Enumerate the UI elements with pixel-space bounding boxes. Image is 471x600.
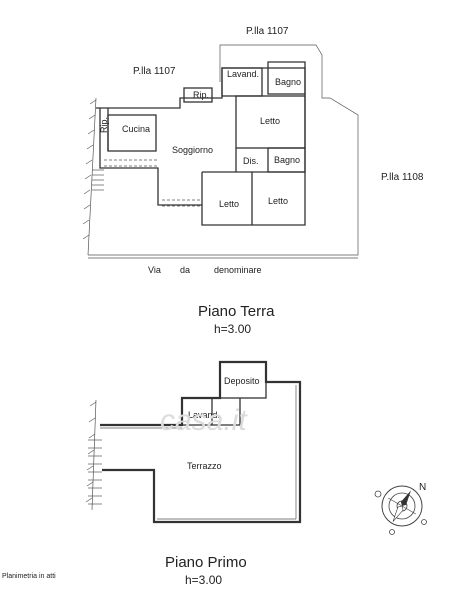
footer-note: Planimetria in atti — [2, 573, 56, 580]
street-word-1: Via — [148, 265, 161, 275]
room-label-letto-bottom-left: Letto — [219, 199, 239, 209]
parcel-label-top: P.lla 1107 — [246, 26, 289, 37]
first-floor-plan — [85, 360, 302, 524]
room-label-rip-left: Rip. — [99, 117, 109, 133]
room-label-rip-top: Rip. — [193, 90, 209, 100]
room-label-dis: Dis. — [243, 156, 259, 166]
room-label-lavand: Lavand. — [227, 69, 259, 79]
room-label-bagno-mid: Bagno — [274, 155, 300, 165]
room-label-letto-top: Letto — [260, 116, 280, 126]
room-label-soggiorno: Soggiorno — [172, 145, 213, 155]
compass-north-label: N — [419, 482, 426, 493]
room-label-letto-bottom-right: Letto — [268, 196, 288, 206]
room-label-terrazzo: Terrazzo — [187, 461, 222, 471]
room-label-lavand-first: Lavand. — [188, 410, 220, 420]
compass-rose-icon — [374, 485, 427, 535]
room-label-cucina: Cucina — [122, 124, 150, 134]
street-word-2: da — [180, 265, 190, 275]
room-label-bagno-top: Bagno — [275, 77, 301, 87]
street-word-3: denominare — [214, 265, 262, 275]
room-label-deposito: Deposito — [224, 376, 260, 386]
parcel-label-right: P.lla 1108 — [381, 172, 424, 183]
first-floor-height: h=3.00 — [185, 573, 222, 587]
ground-floor-plan — [82, 44, 359, 259]
first-floor-title: Piano Primo — [165, 554, 247, 571]
watermark-text: casa.it — [160, 404, 248, 437]
ground-floor-title: Piano Terra — [198, 303, 275, 320]
ground-floor-height: h=3.00 — [214, 322, 251, 336]
parcel-label-left: P.lla 1107 — [133, 66, 176, 77]
